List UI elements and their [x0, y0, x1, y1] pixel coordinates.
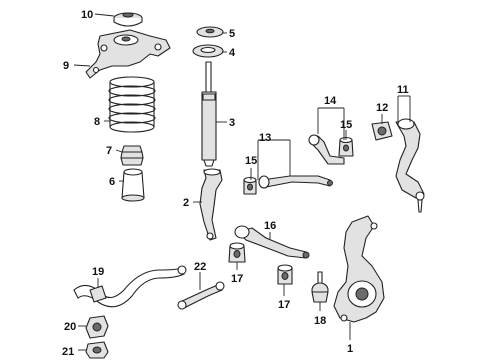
dust-boot-part — [121, 168, 145, 202]
callout-17-right: 17 — [278, 299, 290, 311]
callout-21: 21 — [62, 346, 74, 358]
steering-knuckle-part — [333, 215, 385, 323]
lower-link-arm-part — [234, 225, 310, 259]
bushing-12-part — [371, 121, 393, 141]
spring-isolator-part — [192, 44, 224, 58]
callout-8: 8 — [94, 116, 100, 128]
stabilizer-bracket-part — [85, 341, 109, 359]
lower-control-arm-11-part — [395, 118, 425, 213]
callout-17-left: 17 — [231, 273, 243, 285]
upper-control-arm-part — [258, 175, 333, 189]
callout-12: 12 — [376, 102, 388, 114]
control-arm-14-part — [308, 134, 345, 165]
stabilizer-link-part — [177, 281, 225, 310]
callout-14: 14 — [324, 95, 337, 107]
ball-joint-part — [311, 271, 329, 303]
bushing-17-right-part — [277, 264, 293, 285]
callout-11: 11 — [397, 84, 409, 96]
callout-labels: 10 9 8 7 6 5 4 3 2 13 15 14 15 11 12 16 … — [62, 9, 409, 358]
callout-13: 13 — [259, 132, 271, 144]
coil-spring-part — [108, 76, 156, 133]
callout-1: 1 — [347, 343, 353, 355]
callout-18: 18 — [314, 315, 326, 327]
callout-16: 16 — [264, 220, 276, 232]
bump-stop-part — [120, 145, 144, 166]
stabilizer-bushing-part — [85, 315, 109, 339]
callout-19: 19 — [92, 266, 104, 278]
strut-tower-bracket-part — [85, 29, 171, 79]
strut-fork-part — [199, 168, 223, 241]
callout-15-right: 15 — [340, 119, 352, 131]
callout-15-left: 15 — [245, 155, 257, 167]
callout-9: 9 — [63, 60, 69, 72]
callout-3: 3 — [229, 117, 235, 129]
callout-6: 6 — [109, 176, 115, 188]
leader-lines — [73, 13, 411, 351]
shock-absorber-part — [201, 61, 217, 167]
bushing-15-left-part — [243, 176, 257, 195]
callout-22: 22 — [194, 261, 206, 273]
callout-7: 7 — [106, 145, 112, 157]
bushing-17-left-part — [228, 242, 246, 263]
bushing-15-right-part — [338, 136, 354, 157]
callout-5: 5 — [229, 28, 235, 40]
upper-spring-seat-part — [196, 26, 224, 38]
strut-mount-top-part — [113, 12, 143, 27]
stabilizer-bar-part — [73, 265, 187, 308]
callout-10: 10 — [81, 9, 93, 21]
callout-4: 4 — [229, 47, 236, 59]
callout-2: 2 — [183, 197, 189, 209]
callout-20: 20 — [64, 321, 76, 333]
